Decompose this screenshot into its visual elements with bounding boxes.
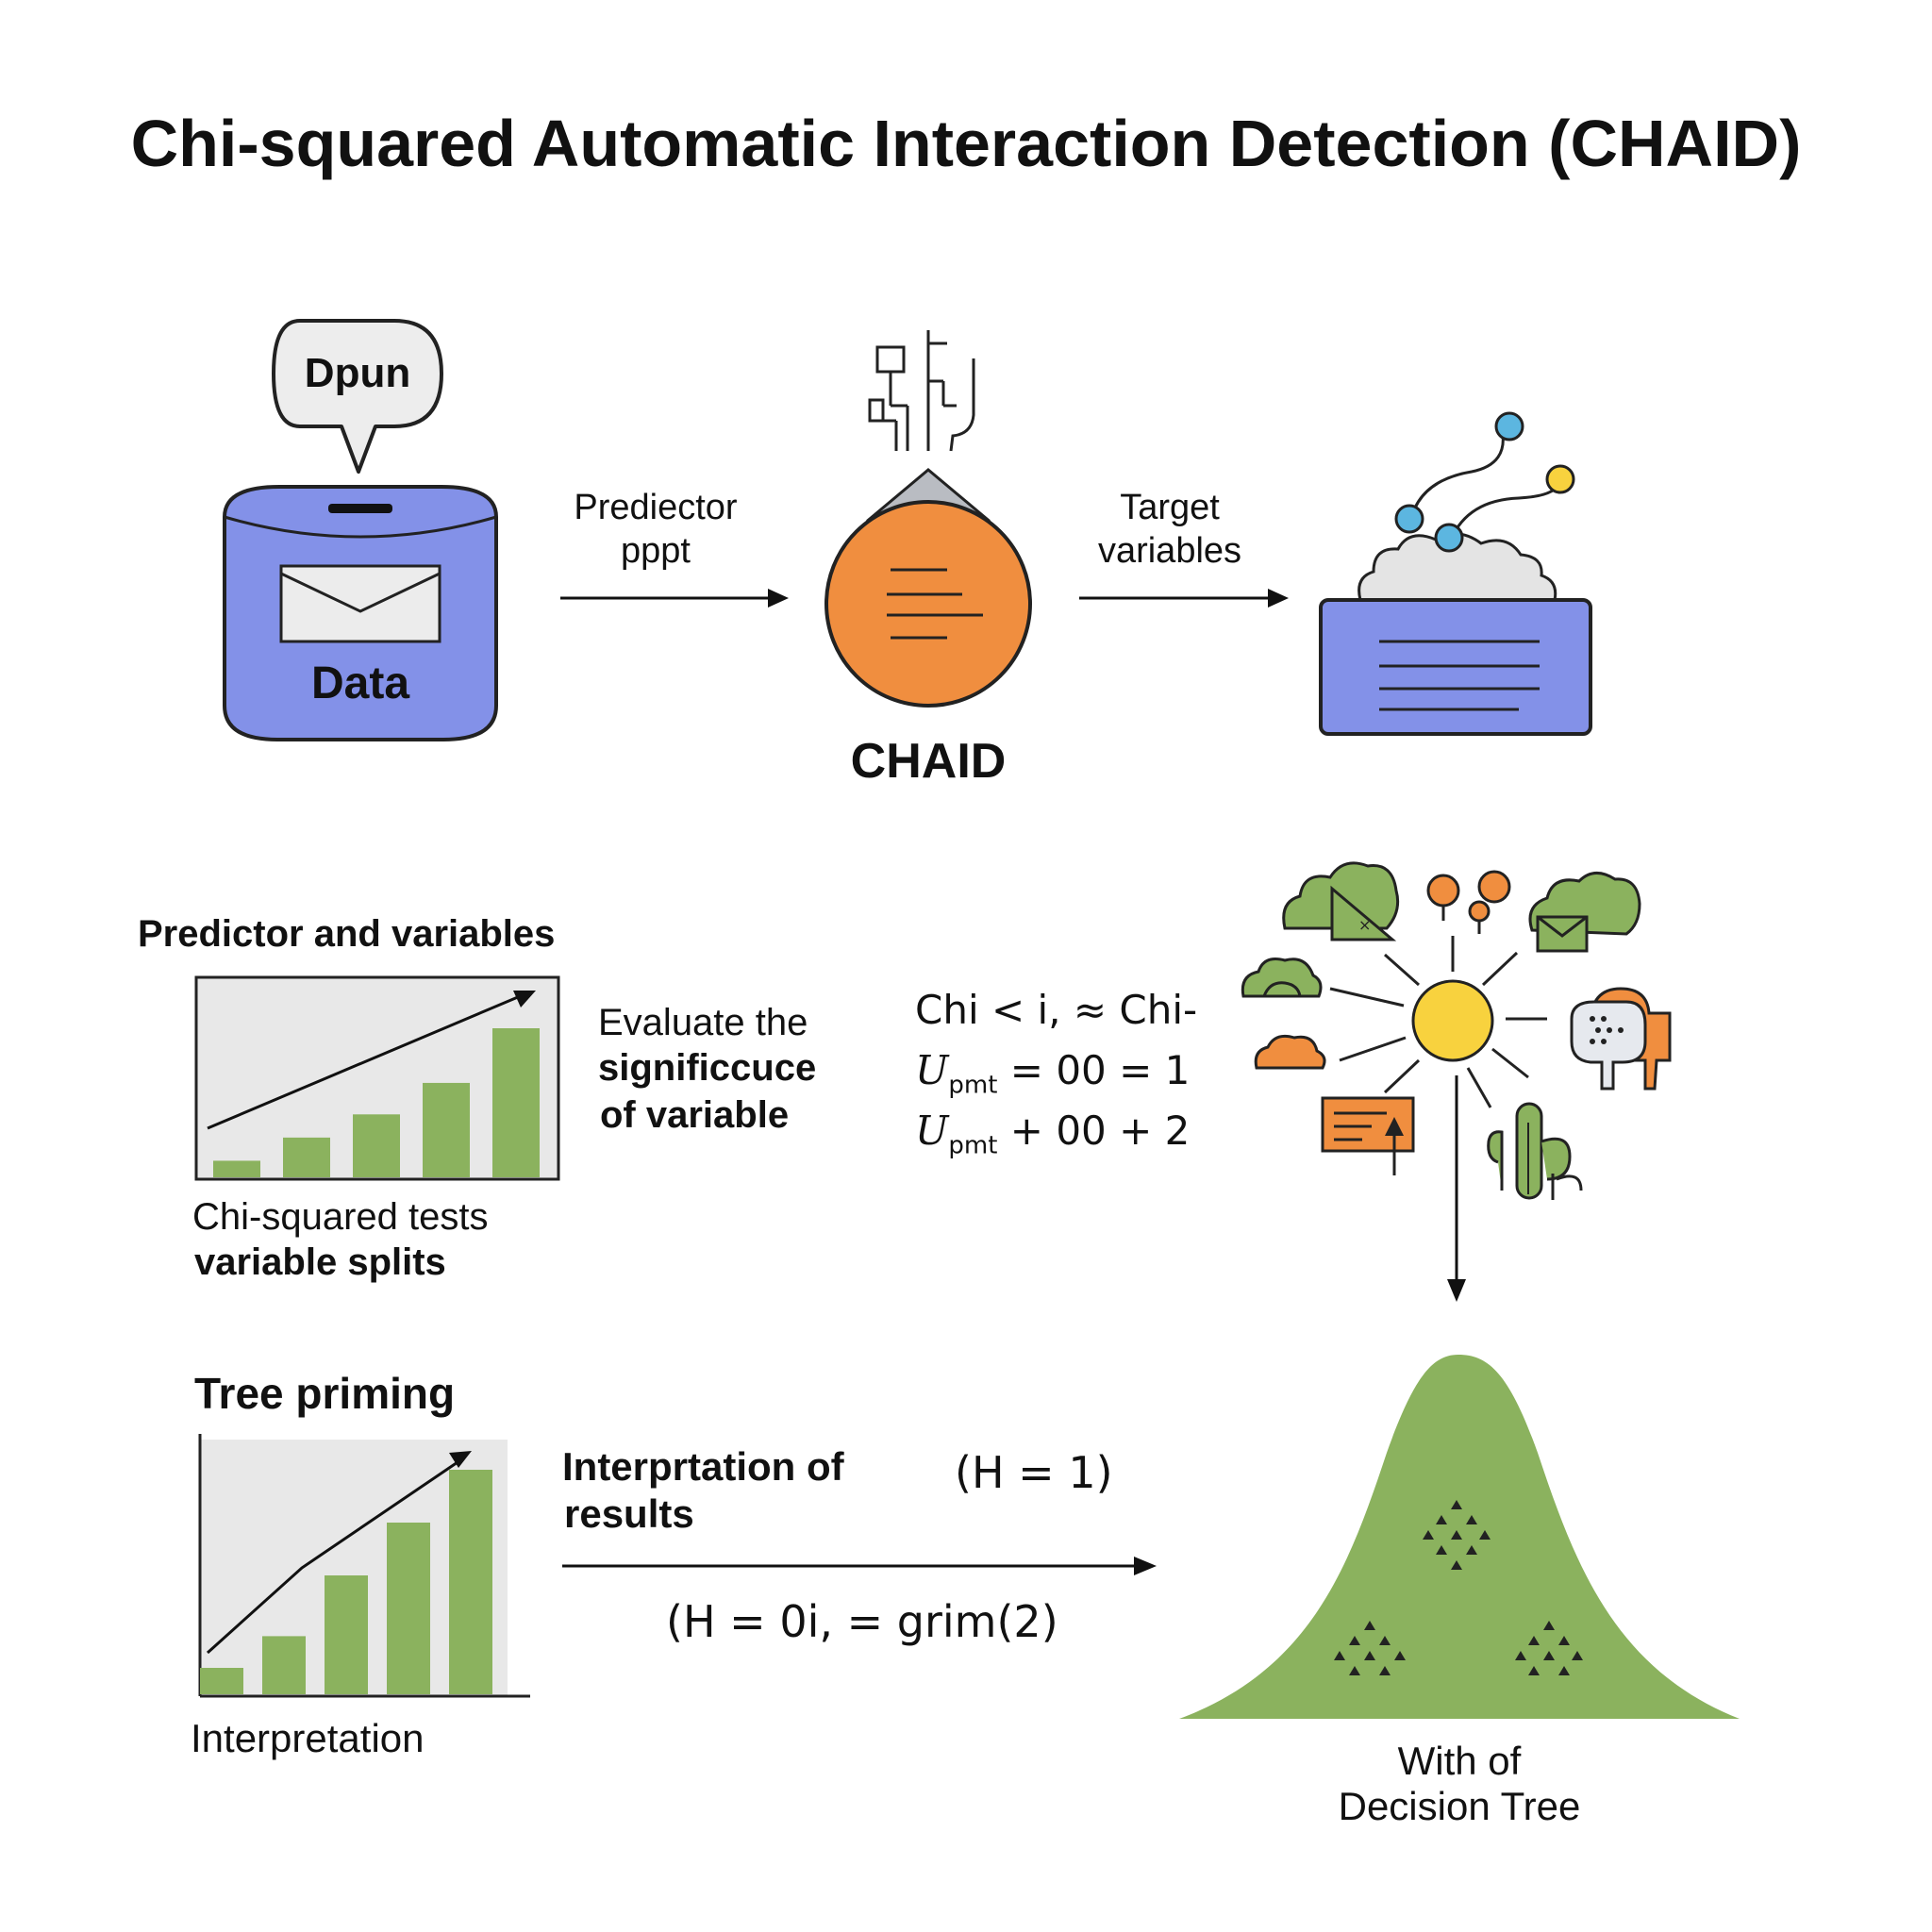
tree-priming-chart-bar-2 bbox=[262, 1636, 306, 1694]
arrow1-label-line2: pppt bbox=[621, 531, 691, 571]
formula-line1: Chi < i, ≈ Chi- bbox=[915, 987, 1198, 1033]
predictor-chart-bar-5 bbox=[492, 1028, 540, 1177]
tree-priming-heading: Tree priming bbox=[194, 1369, 456, 1418]
predictor-chart-bar-2 bbox=[283, 1137, 330, 1177]
h-equals-1: (H = 1) bbox=[955, 1447, 1113, 1498]
data-label: Data bbox=[310, 658, 410, 708]
arrow2-label-line1: Target bbox=[1120, 488, 1220, 527]
predictor-caption-line1: Chi-squared tests bbox=[192, 1196, 489, 1238]
decision-tree-label-line2: Decision Tree bbox=[1338, 1784, 1581, 1828]
formula-line3: Upmt + 00 + 2 bbox=[915, 1108, 1191, 1160]
data-bubble-text: Dpun bbox=[304, 350, 411, 396]
tree-priming-chart-bar-3 bbox=[325, 1575, 368, 1694]
svg-text:×: × bbox=[1358, 916, 1371, 934]
decision-tree-label-line1: With of bbox=[1397, 1739, 1522, 1783]
predictor-chart-bar-1 bbox=[213, 1160, 260, 1177]
h-equals-grim: (H = 0i, = grim(2) bbox=[666, 1596, 1058, 1647]
predictor-chart-bar-4 bbox=[423, 1082, 470, 1177]
tree-priming-caption: Interpretation bbox=[191, 1716, 425, 1760]
predictor-heading: Predictor and variables bbox=[138, 913, 556, 955]
evaluate-line2: significcuce bbox=[598, 1047, 817, 1089]
tree-priming-chart-bar-4 bbox=[387, 1523, 430, 1694]
evaluate-line1: Evaluate the bbox=[598, 1002, 808, 1043]
formula-line2: Upmt = 00 = 1 bbox=[915, 1047, 1191, 1100]
predictor-caption-line2: variable splits bbox=[194, 1241, 446, 1283]
tree-priming-chart-bar-1 bbox=[200, 1668, 243, 1694]
predictor-chart-bar-3 bbox=[353, 1114, 400, 1177]
arrow1-label-line1: Prediector bbox=[574, 488, 738, 527]
tree-priming-chart-bar-5 bbox=[449, 1470, 492, 1694]
arrow2-label-line2: variables bbox=[1097, 531, 1242, 571]
page-title: Chi-squared Automatic Interaction Detect… bbox=[130, 107, 1802, 180]
interp-line2: results bbox=[564, 1491, 694, 1536]
interp-line1: Interprtation of bbox=[562, 1444, 844, 1489]
evaluate-line3: of variable bbox=[600, 1094, 790, 1136]
chaid-label: CHAID bbox=[850, 734, 1007, 789]
